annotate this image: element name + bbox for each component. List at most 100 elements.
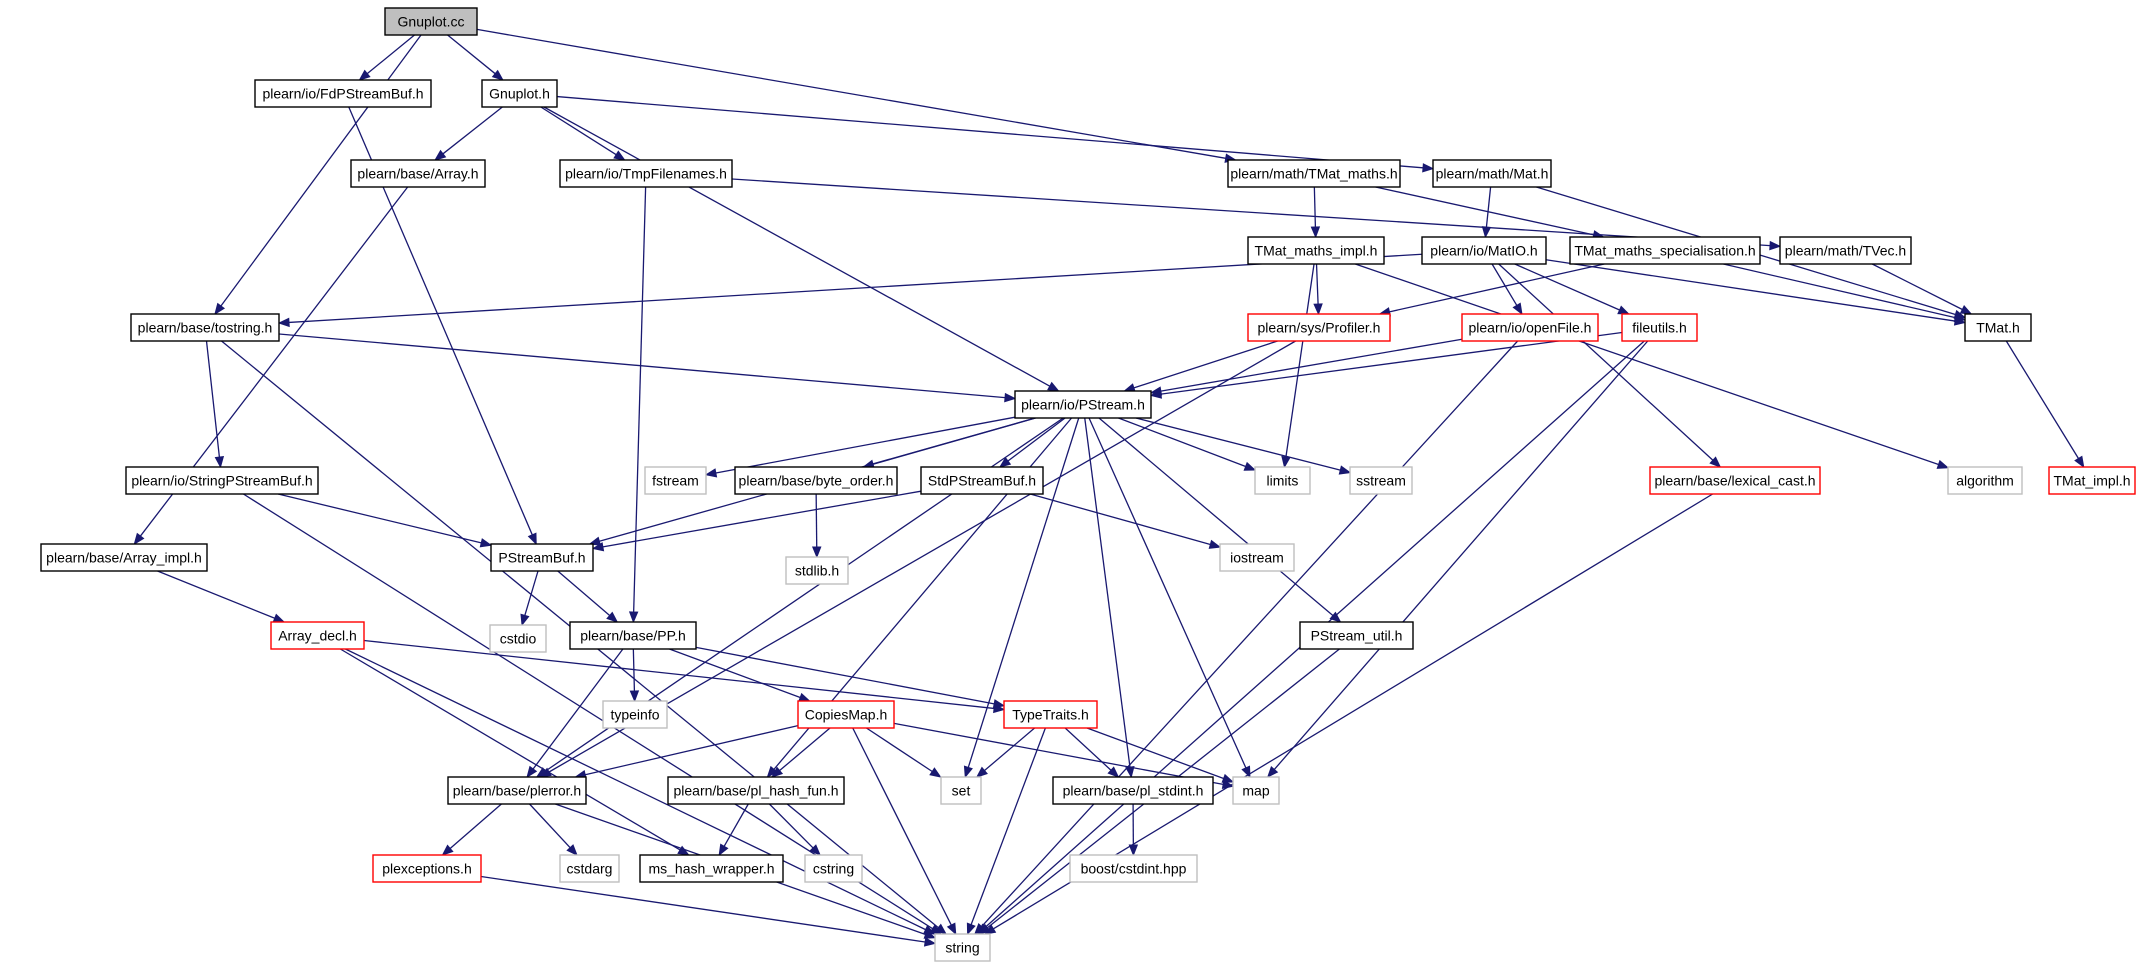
graph-node-tmat-maths-spec[interactable]: TMat_maths_specialisation.h (1569, 236, 1761, 265)
graph-node-copiesmap[interactable]: CopiesMap.h (797, 700, 895, 729)
node-box (1421, 236, 1547, 265)
graph-node-stringpstreambuf[interactable]: plearn/io/StringPStreamBuf.h (125, 466, 319, 495)
node-box (1247, 313, 1391, 342)
graph-node-gnuplot-h[interactable]: Gnuplot.h (481, 79, 558, 108)
edge-line (543, 106, 1051, 387)
node-label: string (945, 940, 979, 956)
edge-arrowhead (520, 613, 530, 627)
graph-node-tmpfilenames[interactable]: plearn/io/TmpFilenames.h (559, 159, 733, 188)
graph-node-matio[interactable]: plearn/io/MatIO.h (1421, 236, 1547, 265)
edge-tmat-maths-impl-to-profiler (1313, 263, 1323, 316)
edge-typetraits-to-map (1086, 727, 1235, 783)
edge-line (602, 490, 922, 548)
node-label: plearn/io/FdPStreamBuf.h (262, 86, 423, 102)
edge-arrowhead (766, 765, 778, 779)
edge-line (366, 34, 415, 75)
graph-node-pstream[interactable]: plearn/io/PStream.h (1014, 390, 1152, 419)
edge-line (779, 727, 831, 772)
graph-node-math-mat[interactable]: plearn/math/Mat.h (1432, 159, 1552, 188)
graph-node-stdlib: stdlib.h (785, 556, 849, 585)
node-label: TMat_maths_specialisation.h (1574, 243, 1755, 259)
graph-node-pp[interactable]: plearn/base/PP.h (569, 621, 697, 650)
edge-arrowhead (535, 767, 549, 778)
edge-arrowhead (1128, 844, 1139, 857)
graph-node-fileutils[interactable]: fileutils.h (1621, 313, 1698, 342)
graph-node-tmat[interactable]: TMat.h (1964, 313, 2032, 342)
edge-line (442, 106, 503, 155)
node-box (559, 159, 733, 188)
edge-line (205, 340, 221, 458)
edge-line (1545, 259, 1956, 322)
node-label: limits (1267, 473, 1299, 489)
node-box (1232, 776, 1280, 805)
edge-plexceptions-to-string (480, 875, 937, 947)
node-box (1014, 390, 1152, 419)
edge-line (524, 570, 539, 616)
edge-line (540, 106, 617, 156)
edge-line (731, 178, 1771, 247)
graph-node-set: set (940, 776, 982, 805)
graph-node-lexical-cast[interactable]: plearn/base/lexical_cast.h (1649, 466, 1821, 495)
node-box (350, 159, 486, 188)
node-label: algorithm (1956, 473, 2014, 489)
graph-node-typetraits[interactable]: TypeTraits.h (1003, 700, 1098, 729)
edge-line (1084, 417, 1131, 768)
graph-node-base-array[interactable]: plearn/base/Array.h (350, 159, 486, 188)
edge-gnuplot-cc-to-tmat-maths (476, 28, 1237, 163)
edge-arrowhead (628, 611, 639, 624)
node-label: plearn/base/lexical_cast.h (1654, 473, 1815, 489)
graph-node-tmat-maths-impl[interactable]: TMat_maths_impl.h (1247, 236, 1385, 265)
node-box (734, 466, 898, 495)
edge-array-impl-to-array-decl (157, 570, 286, 623)
edge-arrowhead (1243, 461, 1257, 471)
edge-arrowhead (1481, 226, 1492, 239)
node-label: plearn/base/Array.h (357, 166, 478, 182)
node-label: iostream (1230, 550, 1284, 566)
graph-node-pstreambuf[interactable]: PStreamBuf.h (490, 543, 594, 572)
edge-arrowhead (770, 766, 784, 778)
graph-node-pl-stdint[interactable]: plearn/base/pl_stdint.h (1052, 776, 1214, 805)
node-box (1779, 236, 1912, 265)
edge-line (288, 253, 1423, 324)
node-label: PStream_util.h (1311, 628, 1403, 644)
node-label: cstring (813, 861, 854, 877)
node-label: TMat.h (1976, 320, 2020, 336)
node-box (1227, 159, 1401, 188)
graph-node-profiler[interactable]: plearn/sys/Profiler.h (1247, 313, 1391, 342)
edge-arrowhead (929, 767, 942, 778)
graph-node-pstream-util[interactable]: PStream_util.h (1299, 621, 1414, 650)
graph-node-tmat-impl[interactable]: TMat_impl.h (2048, 466, 2136, 495)
graph-node-ms-hash-wrapper[interactable]: ms_hash_wrapper.h (639, 854, 784, 883)
edge-tmpfilenames-to-pp (628, 186, 647, 624)
graph-node-plerror[interactable]: plearn/base/plerror.h (447, 776, 587, 805)
graph-node-plexceptions[interactable]: plexceptions.h (372, 854, 482, 883)
edge-tmat-maths-spec-to-profiler (1378, 263, 1605, 317)
graph-node-byte-order[interactable]: plearn/base/byte_order.h (734, 466, 898, 495)
graph-node-pl-hash-fun[interactable]: plearn/base/pl_hash_fun.h (667, 776, 845, 805)
node-label: Gnuplot.cc (398, 14, 465, 30)
graph-node-openfile[interactable]: plearn/io/openFile.h (1461, 313, 1599, 342)
graph-node-stdpstreambuf[interactable]: StdPStreamBuf.h (920, 466, 1044, 495)
edge-line (1375, 186, 1594, 236)
graph-node-tvec[interactable]: plearn/math/TVec.h (1779, 236, 1912, 265)
graph-node-gnuplot-cc[interactable]: Gnuplot.cc (384, 7, 478, 36)
edge-line (1723, 263, 1956, 319)
node-label: TMat_impl.h (2053, 473, 2130, 489)
node-box (130, 313, 280, 342)
graph-node-array-impl[interactable]: plearn/base/Array_impl.h (40, 543, 208, 572)
node-box (1621, 313, 1698, 342)
graph-node-tmat-maths[interactable]: plearn/math/TMat_maths.h (1227, 159, 1401, 188)
edge-tmat-maths-spec-to-tmat (1723, 263, 1967, 323)
edge-arrowhead (2074, 455, 2085, 469)
node-box (1964, 313, 2032, 342)
graph-node-tostring[interactable]: plearn/base/tostring.h (130, 313, 280, 342)
edge-arrowhead (1221, 773, 1235, 783)
node-label: Gnuplot.h (489, 86, 550, 102)
edge-arrowhead (613, 150, 626, 161)
graph-node-array-decl[interactable]: Array_decl.h (270, 621, 365, 650)
edge-pp-to-typeinfo (629, 648, 640, 703)
graph-node-sstream: sstream (1349, 466, 1413, 495)
graph-node-fdpstreambuf[interactable]: plearn/io/FdPStreamBuf.h (254, 79, 432, 108)
edge-line (585, 724, 799, 776)
edge-arrowhead (1004, 392, 1017, 403)
